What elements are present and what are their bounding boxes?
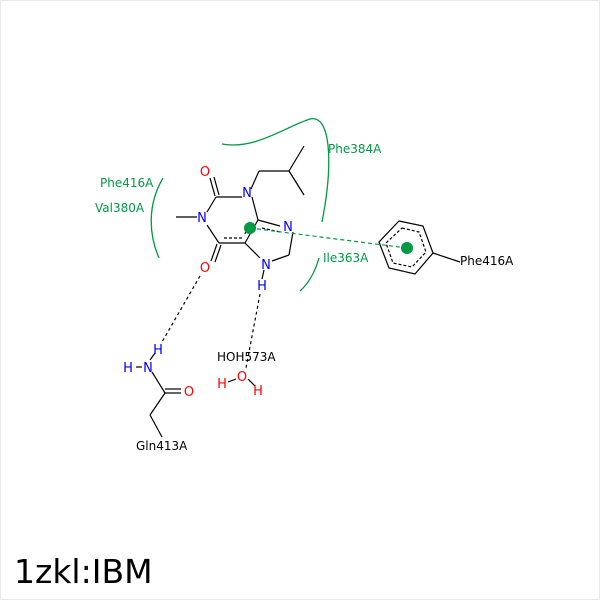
bond bbox=[250, 170, 260, 190]
benzene-ring bbox=[378, 220, 434, 275]
bond bbox=[432, 252, 461, 263]
atom-labels: O N N O N N H N H H O O H H bbox=[123, 165, 293, 400]
residue-label-phe384: Phe384A bbox=[328, 142, 382, 156]
bond bbox=[149, 392, 166, 416]
residue-label-val380: Val380A bbox=[95, 201, 145, 215]
nitrogen-label: N bbox=[242, 186, 252, 201]
oxygen-label: O bbox=[184, 385, 194, 400]
ligand-caption: 1zkl:IBM bbox=[14, 552, 153, 591]
bond bbox=[288, 145, 305, 172]
residue-label-water: HOH573A bbox=[217, 350, 276, 364]
oxygen-label: O bbox=[237, 370, 247, 385]
centroid-ligand bbox=[244, 222, 256, 234]
oxygen-label: O bbox=[200, 261, 210, 276]
residue-label-gln413: Gln413A bbox=[136, 439, 188, 453]
nitrogen-label: N bbox=[261, 258, 271, 273]
residue-label-phe416-arc: Phe416A bbox=[100, 176, 154, 190]
hydrogen-bonds bbox=[161, 275, 261, 369]
nitrogen-label: N bbox=[283, 220, 293, 235]
centroid-phe416 bbox=[401, 242, 413, 254]
bond bbox=[288, 170, 305, 196]
residue-labels: Phe384A Phe416A Val380A Ile363A Phe416A … bbox=[95, 142, 514, 453]
oxygen-label: O bbox=[200, 165, 210, 180]
bond bbox=[257, 219, 281, 227]
benzene-inner bbox=[385, 227, 427, 268]
bond bbox=[227, 378, 237, 383]
hydrogen-label: H bbox=[153, 343, 163, 358]
bond bbox=[151, 371, 166, 394]
hydrophobic-arcs bbox=[150, 118, 330, 292]
bond bbox=[206, 224, 220, 244]
bond bbox=[149, 352, 156, 361]
bond bbox=[251, 196, 259, 221]
hydrogen-label: H bbox=[123, 361, 133, 376]
hydrogen-label: H bbox=[257, 279, 267, 294]
bond bbox=[271, 254, 290, 262]
residue-label-ile363: Ile363A bbox=[323, 251, 369, 265]
pi-stack-line bbox=[249, 227, 408, 249]
bond bbox=[261, 227, 281, 233]
bond bbox=[213, 176, 220, 196]
gln-sidechain bbox=[136, 352, 181, 438]
hydrogen-label: H bbox=[253, 384, 263, 399]
hydrogen-label: H bbox=[217, 377, 227, 392]
arc-ile363 bbox=[299, 257, 320, 292]
arc-phe384 bbox=[221, 118, 330, 223]
hbond-o-gln bbox=[161, 275, 201, 343]
bond bbox=[214, 244, 222, 263]
ligand-bonds bbox=[176, 145, 305, 280]
residue-label-phe416-ring: Phe416A bbox=[460, 254, 514, 268]
water-bonds bbox=[227, 378, 256, 387]
bond bbox=[206, 196, 217, 213]
nitrogen-label: N bbox=[143, 361, 153, 376]
bond bbox=[261, 269, 265, 280]
bond bbox=[288, 231, 294, 256]
bond bbox=[244, 242, 261, 259]
phe416-ring bbox=[378, 220, 461, 275]
nitrogen-label: N bbox=[197, 211, 207, 226]
bond bbox=[209, 177, 216, 197]
arc-val380 bbox=[150, 177, 164, 259]
bond bbox=[210, 243, 218, 262]
bond bbox=[247, 378, 256, 387]
hbond-h-water bbox=[245, 293, 261, 369]
bond bbox=[149, 414, 163, 438]
